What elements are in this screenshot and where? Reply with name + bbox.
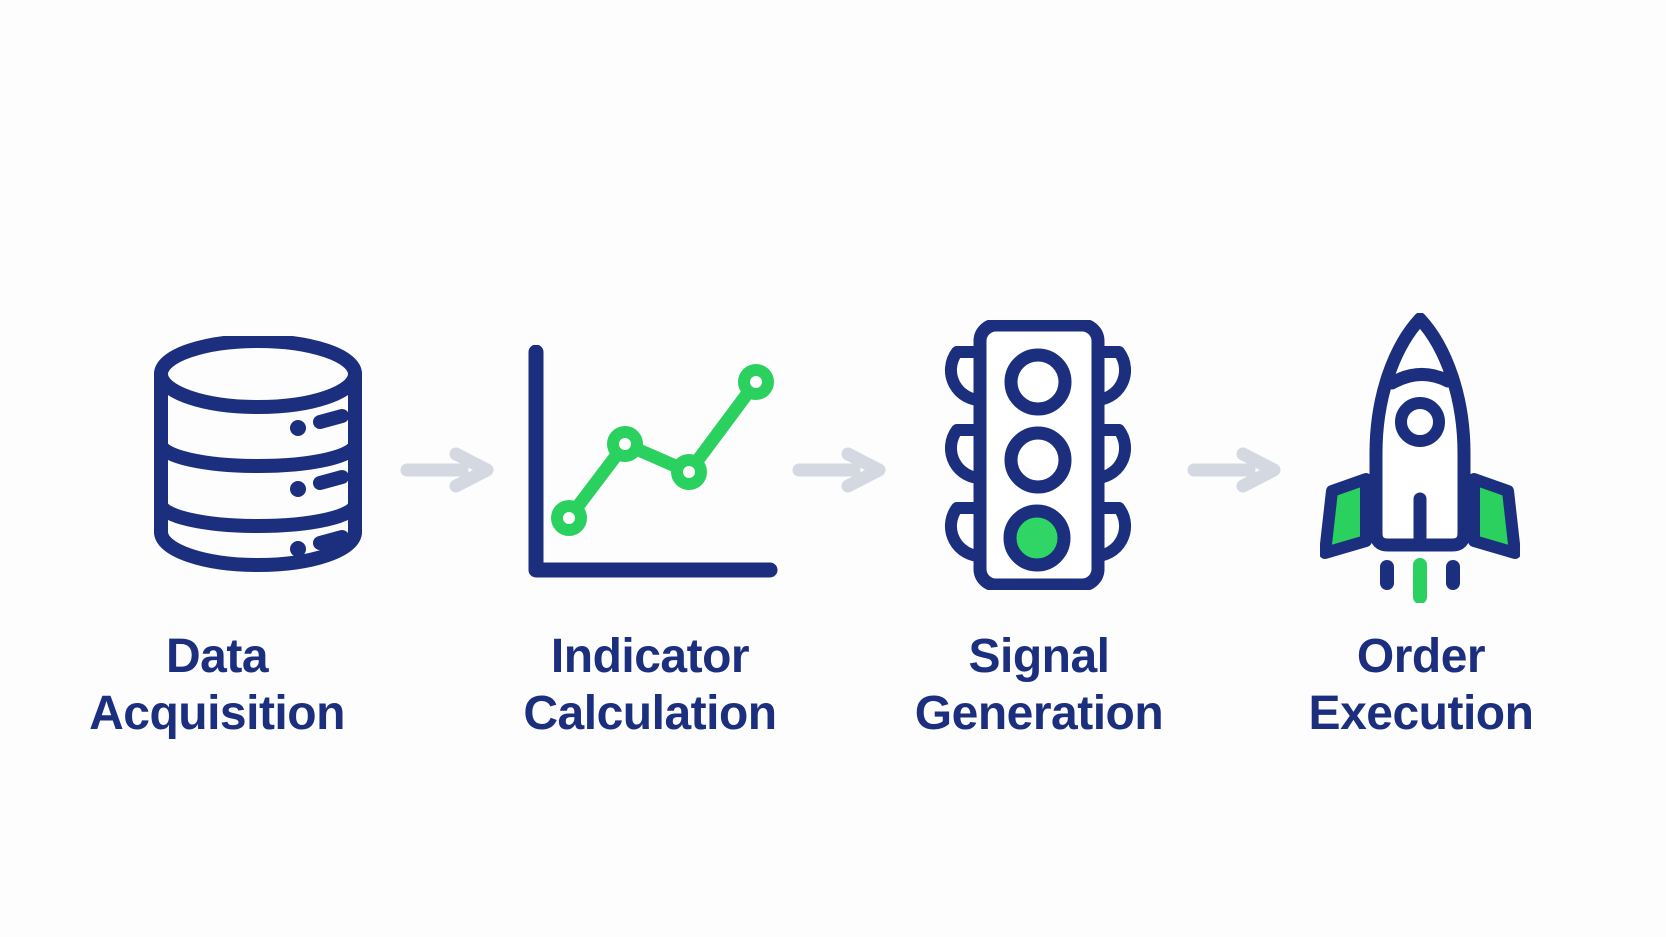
step-label-line: Calculation <box>523 687 777 740</box>
step-label-signal-generation: Signal Generation <box>829 628 1249 742</box>
rocket-icon <box>1320 313 1520 603</box>
right-arrow-icon <box>792 446 888 494</box>
green-light-on <box>1003 504 1071 572</box>
step-label-indicator-calculation: Indicator Calculation <box>440 628 860 742</box>
right-arrow-icon <box>1187 446 1283 494</box>
step-label-line: Order <box>1356 630 1486 683</box>
step-label-line: Data <box>165 630 269 683</box>
step-label-order-execution: Order Execution <box>1211 628 1631 742</box>
database-icon <box>146 336 371 581</box>
traffic-light-icon <box>943 320 1133 590</box>
step-label-line: Generation <box>914 687 1164 740</box>
right-arrow-icon <box>400 446 496 494</box>
step-label-line: Indicator <box>550 630 750 683</box>
step-label-line: Acquisition <box>89 687 345 740</box>
step-label-data-acquisition: Data Acquisition <box>7 628 427 742</box>
step-label-line: Execution <box>1308 687 1534 740</box>
line-chart-icon <box>523 345 781 580</box>
step-label-line: Signal <box>968 630 1110 683</box>
